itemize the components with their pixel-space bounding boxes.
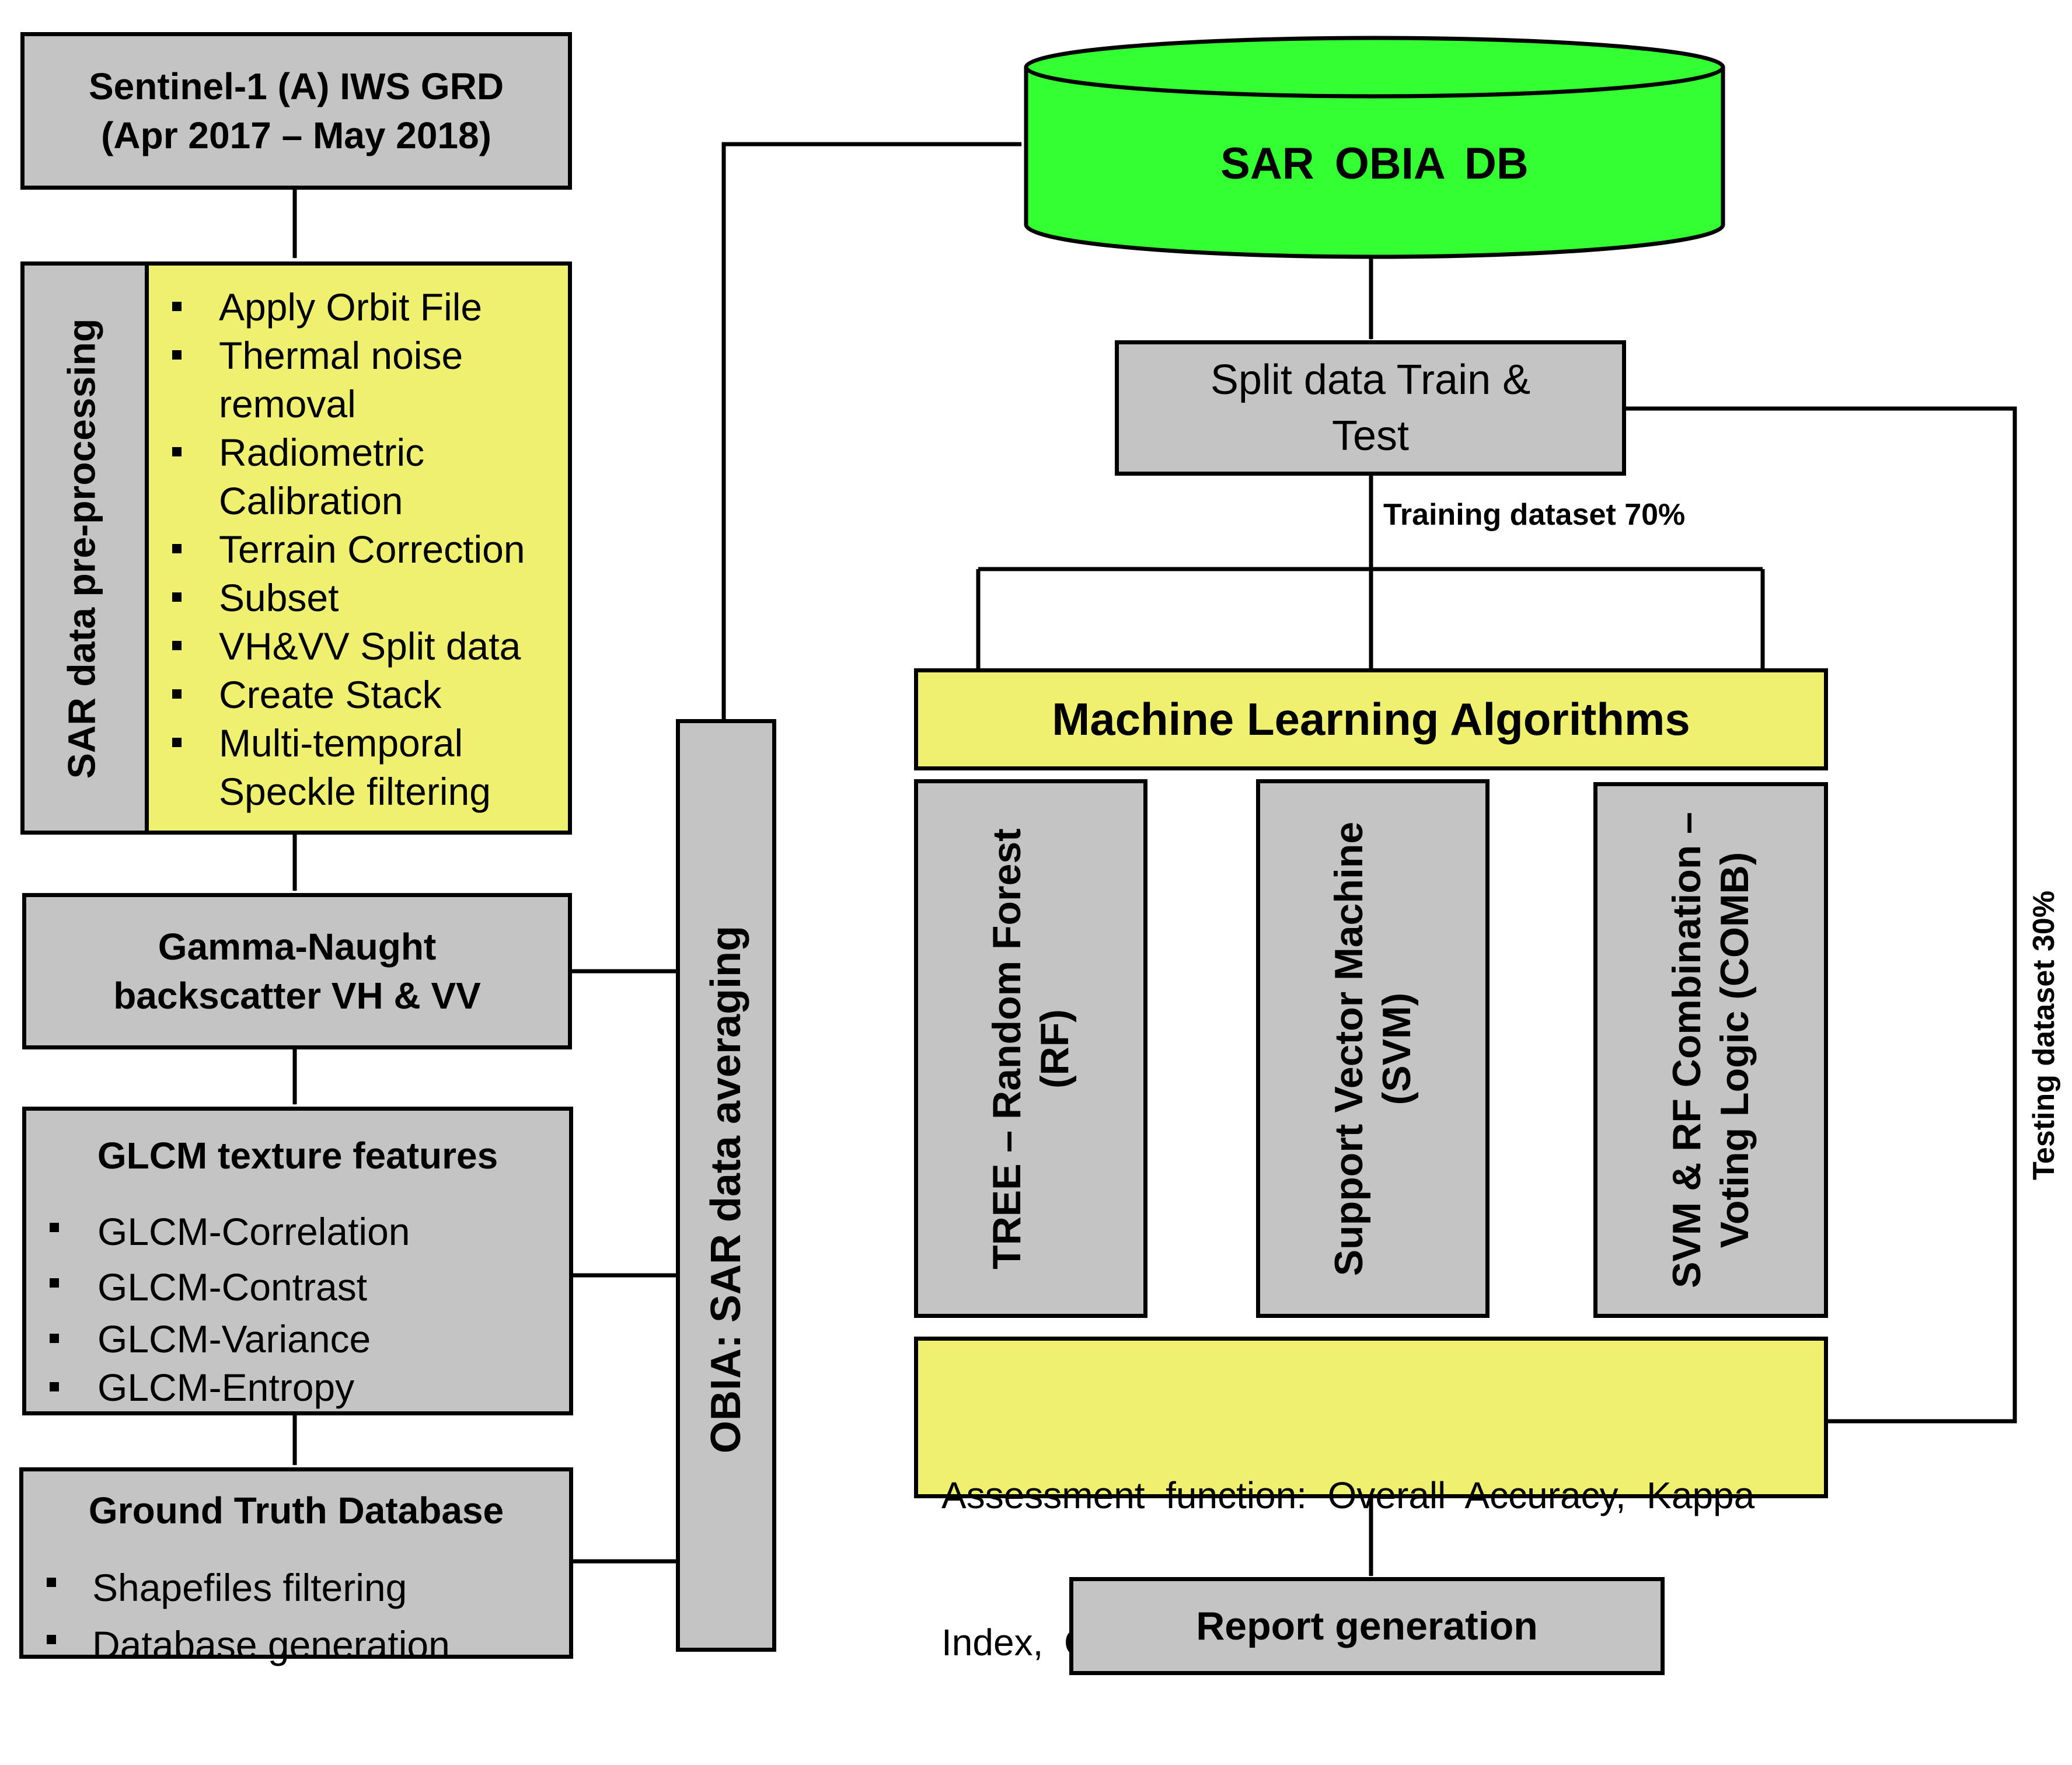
glcm-list: GLCM-Correlation GLCM-Contrast GLCM-Vari… xyxy=(26,1204,410,1412)
step-subset: Subset xyxy=(149,574,525,622)
glcm-item: GLCM-Contrast xyxy=(26,1260,410,1315)
split-box: Split data Train & Test xyxy=(1115,340,1626,476)
source-box: Sentinel-1 (A) IWS GRD (Apr 2017 – May 2… xyxy=(20,32,572,190)
glcm-box: GLCM texture features GLCM-Correlation G… xyxy=(22,1107,573,1415)
preprocessing-title: SAR data pre-processing xyxy=(60,318,103,779)
obia-box: OBIA: SAR data averaging xyxy=(676,719,776,1652)
ground-truth-item: Database generation xyxy=(23,1616,450,1673)
step-stack: Create Stack xyxy=(149,671,525,719)
ground-truth-box: Ground Truth Database Shapefiles filteri… xyxy=(19,1467,573,1666)
database-label: SAR OBIA DB xyxy=(1220,138,1529,189)
source-subtitle: (Apr 2017 – May 2018) xyxy=(101,114,491,156)
assessment-text: Assessment function: Overall Accuracy, K… xyxy=(941,1474,1755,1663)
gamma-box: Gamma-Naught backscatter VH & VV xyxy=(22,893,572,1049)
algorithm-rf-label: TREE – Random Forest (RF) xyxy=(985,828,1077,1269)
step-apply-orbit: Apply Orbit File xyxy=(149,283,525,332)
arrow-obia-to-database xyxy=(721,142,1021,719)
split-line1: Split data Train & xyxy=(1210,357,1531,403)
split-line2: Test xyxy=(1331,413,1410,459)
ml-header-box: Machine Learning Algorithms xyxy=(914,668,1828,770)
ground-truth-item: Shapefiles filtering xyxy=(23,1559,450,1616)
gamma-line1: Gamma-Naught xyxy=(158,926,437,968)
assessment-box: Assessment function: Overall Accuracy, K… xyxy=(914,1337,1828,1663)
obia-label: OBIA: SAR data averaging xyxy=(703,925,749,1454)
source-title: Sentinel-1 (A) IWS GRD xyxy=(88,65,504,107)
glcm-item: GLCM-Entropy xyxy=(26,1363,410,1412)
ground-truth-list: Shapefiles filtering Database generation xyxy=(23,1559,450,1673)
glcm-title: GLCM texture features xyxy=(97,1135,498,1177)
algorithm-svm-label: Support Vector Machine (SVM) xyxy=(1327,821,1419,1276)
preprocessing-label-box: SAR data pre-processing xyxy=(20,261,149,835)
database-cylinder xyxy=(1024,36,1725,259)
algorithm-rf-box: TREE – Random Forest (RF) xyxy=(914,779,1147,1318)
training-label: Training dataset 70% xyxy=(1383,498,1686,532)
gamma-line2: backscatter VH & VV xyxy=(113,975,481,1017)
ml-title: Machine Learning Algorithms xyxy=(1052,693,1690,745)
glcm-item: GLCM-Variance xyxy=(26,1315,410,1363)
step-split-pol: VH&VV Split data xyxy=(149,622,525,671)
ground-truth-title: Ground Truth Database xyxy=(88,1490,504,1532)
glcm-item: GLCM-Correlation xyxy=(26,1204,410,1260)
algorithm-svm-box: Support Vector Machine (SVM) xyxy=(1256,779,1490,1318)
algorithm-comb-label: SVM & RF Combination – Voting Logic (COM… xyxy=(1665,812,1757,1288)
report-box: Report generation xyxy=(1069,1577,1665,1675)
step-terrain: Terrain Correction xyxy=(149,525,525,574)
report-label: Report generation xyxy=(1196,1604,1538,1648)
arrow-split-to-assessment-testing xyxy=(1626,406,2017,1424)
algorithm-comb-box: SVM & RF Combination – Voting Logic (COM… xyxy=(1593,782,1828,1318)
testing-label: Testing dataset 30% xyxy=(2027,890,2061,1180)
connector-lines xyxy=(292,142,2017,1690)
